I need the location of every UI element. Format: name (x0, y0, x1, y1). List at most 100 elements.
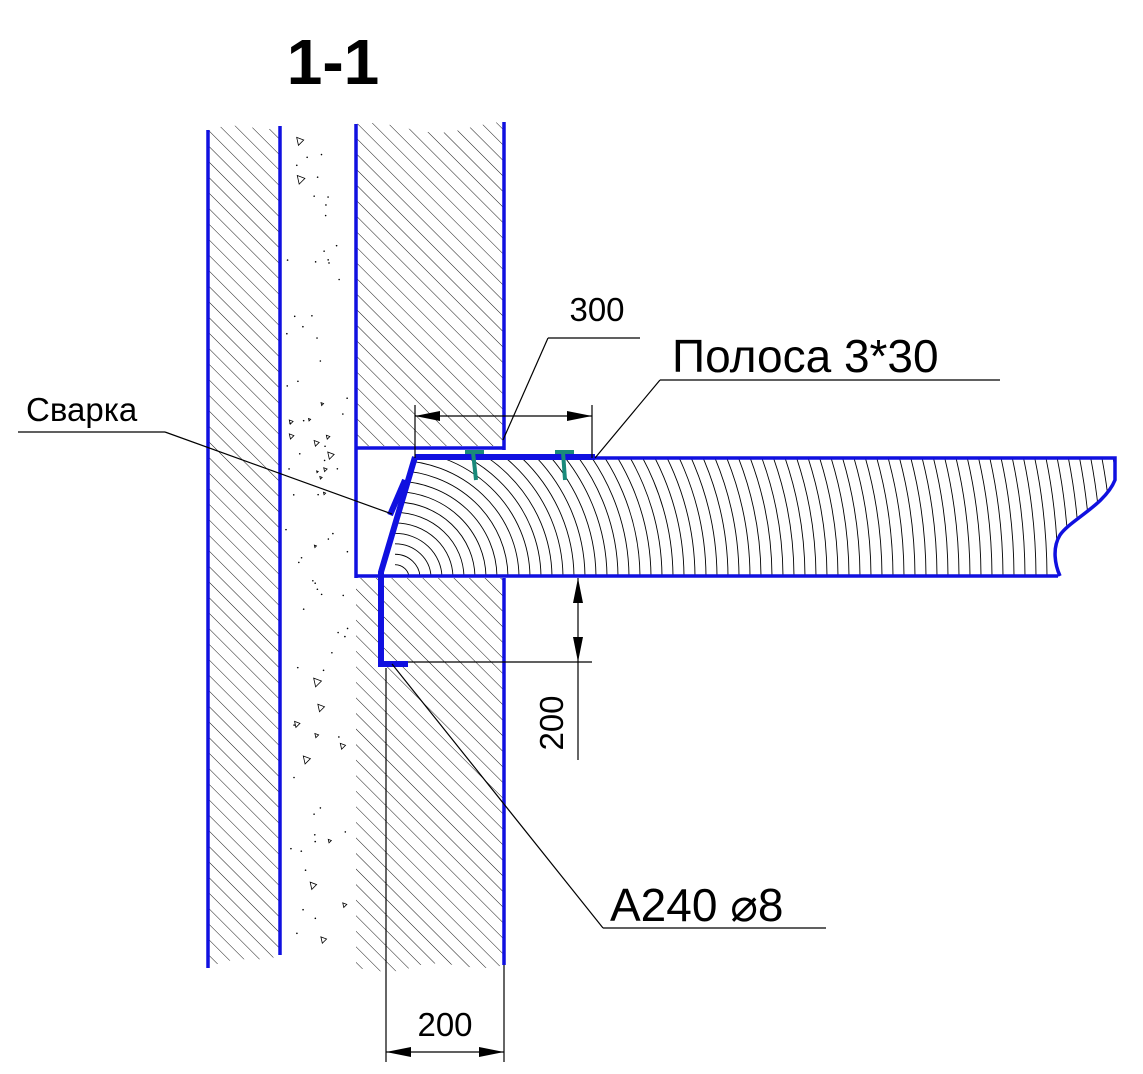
grain-line (394, 458, 696, 576)
grain-line (394, 458, 916, 576)
concrete-speck (285, 528, 287, 531)
concrete-speck (313, 544, 318, 549)
grain-line (394, 458, 784, 576)
concrete-speck (317, 493, 319, 496)
concrete-speck (298, 561, 300, 564)
beam-outline (415, 456, 1117, 577)
strip-leader (594, 379, 1000, 459)
grain-line (394, 458, 861, 576)
concrete-speck (327, 451, 335, 461)
concrete-speck (346, 550, 349, 553)
weld-leader (18, 431, 393, 515)
wall-outlines (206, 122, 1058, 968)
concrete-speck (320, 153, 323, 156)
concrete-speck (313, 813, 315, 815)
concrete-speck (346, 627, 349, 630)
grain-line (394, 458, 894, 576)
concrete-speck (319, 475, 323, 480)
concrete-speck (314, 917, 317, 920)
concrete-speck (322, 669, 325, 672)
grain-line (394, 458, 564, 576)
masonry-upper (356, 122, 504, 446)
concrete-speck (319, 360, 322, 362)
concrete-speck (320, 401, 325, 407)
grain-line (394, 458, 553, 576)
anchor-nail-icon (555, 450, 574, 481)
grain-line (394, 458, 850, 576)
concrete-speck (338, 278, 340, 281)
concrete-speck (323, 467, 328, 473)
concrete-speck (313, 677, 323, 688)
concrete-speck (336, 467, 339, 470)
weld-label: Сварка (26, 391, 138, 428)
concrete-speck (292, 494, 295, 496)
grain-line (394, 501, 476, 576)
concrete-speck (328, 262, 330, 264)
concrete-speck (342, 594, 345, 597)
concrete-speck (337, 631, 339, 634)
concrete-speck (327, 196, 329, 198)
grain-line (394, 458, 707, 576)
concrete-speck (296, 174, 306, 185)
timber-beam (380, 458, 1115, 576)
concrete-speck (314, 582, 316, 585)
concrete-speck (338, 736, 340, 738)
concrete-speck (306, 156, 308, 159)
concrete-speck (342, 413, 344, 415)
grain-line (394, 458, 729, 576)
concrete-speck (316, 176, 319, 178)
concrete-speck (294, 720, 301, 729)
grain-line (394, 458, 608, 576)
concrete-speck (296, 666, 299, 669)
concrete-speck (286, 332, 288, 335)
concrete-speck (324, 214, 327, 217)
grain-line (394, 458, 531, 576)
grain-line (394, 458, 828, 576)
concrete-speck (296, 932, 298, 935)
concrete-speck (323, 459, 326, 462)
grain-line (394, 458, 883, 576)
concrete-speck (288, 433, 295, 440)
rebar-leader (391, 663, 826, 929)
dimension-200-vertical-label: 200 (533, 695, 570, 750)
concrete-speck (297, 380, 299, 383)
concrete-speck (307, 417, 312, 422)
weld-seam (387, 478, 408, 517)
concrete-speck (288, 419, 294, 426)
grain-line (394, 458, 630, 576)
grain-line (394, 491, 487, 576)
concrete-speck (331, 651, 333, 654)
concrete-speck (320, 936, 328, 945)
grain-line (394, 458, 641, 576)
concrete-speck (319, 807, 322, 809)
grain-line (394, 458, 806, 576)
grain-line (394, 458, 597, 576)
concrete-speck (304, 869, 307, 872)
concrete-speck (332, 532, 334, 535)
concrete-speck (314, 261, 317, 263)
concrete-speck (327, 838, 333, 844)
masonry-lower (356, 578, 504, 972)
rebar-anchor (378, 456, 418, 667)
concrete-speck (339, 742, 347, 751)
grain-line (394, 458, 905, 576)
grain-line (394, 458, 795, 576)
grain-line (394, 458, 575, 576)
dimension-200-horizontal-label: 200 (417, 1006, 472, 1043)
concrete-speck (323, 250, 325, 252)
concrete-stipple-icon (285, 136, 349, 945)
grain-line (394, 522, 454, 576)
concrete-speck (300, 556, 303, 559)
grain-line (394, 458, 586, 576)
concrete-speck (302, 608, 305, 610)
concrete-speck (302, 908, 304, 911)
grain-line (394, 458, 663, 576)
grain-line (394, 458, 751, 576)
concrete-speck (342, 902, 348, 909)
concrete-speck (325, 204, 327, 206)
grain-line (394, 512, 465, 576)
dimension-300-label: 300 (569, 291, 624, 328)
concrete-speck (317, 703, 326, 713)
grain-line (394, 458, 685, 576)
